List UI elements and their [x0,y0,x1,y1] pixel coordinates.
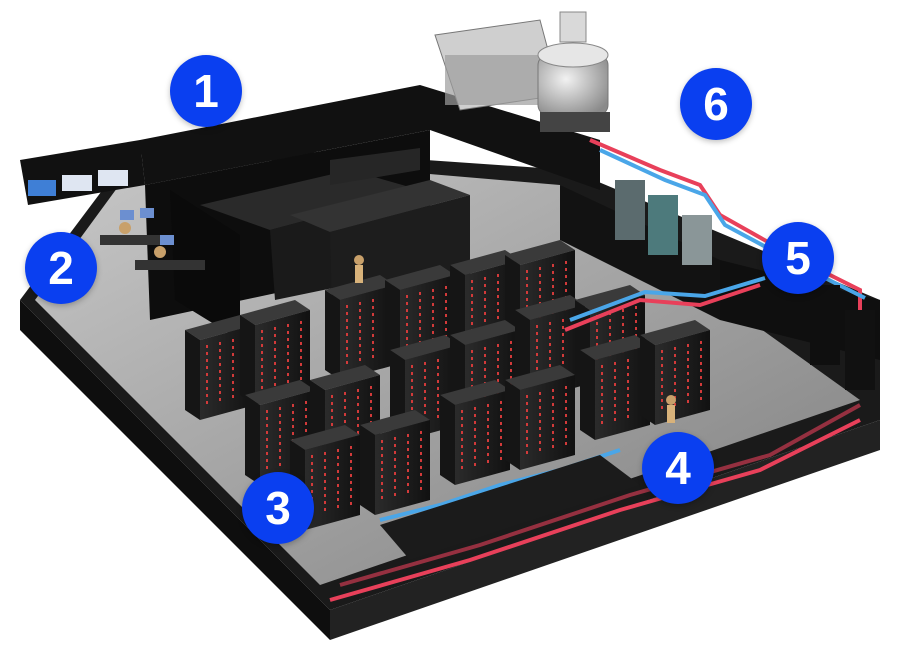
callout-marker-2: 2 [25,232,97,304]
server-rack-rows [185,240,710,530]
server-rack-icon [580,335,650,440]
cooling-tower-icon [434,11,610,132]
callout-marker-3: 3 [242,472,314,544]
server-rack-icon [360,410,430,515]
rear-server-hall [200,148,470,312]
technician-figures [354,255,676,423]
callout-marker-5: 5 [762,222,834,294]
server-rack-icon [325,275,395,380]
server-rack-icon [640,320,710,425]
chiller-icon [615,180,875,390]
callout-marker-4: 4 [642,432,714,504]
cable-trench [380,455,640,560]
operator-desk-icon [100,208,205,270]
server-rack-icon [440,380,510,485]
server-rack-icon [505,365,575,470]
callout-marker-1: 1 [170,55,242,127]
callout-marker-6: 6 [680,68,752,140]
control-room [28,170,205,270]
